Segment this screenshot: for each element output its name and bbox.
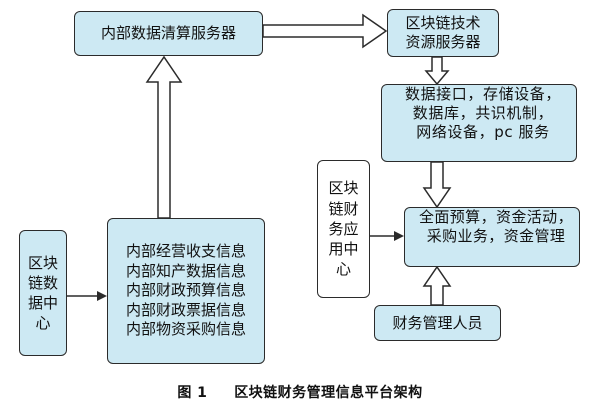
arrow-info-to-clearing xyxy=(145,55,183,219)
internal-info-line: 内部经营收支信息 xyxy=(125,242,246,261)
data-center-node: 区块 链数 据中 心 xyxy=(19,230,67,356)
finance-activities-node: 全面预算，资金活动， 采购业务，资金管理 xyxy=(404,207,580,267)
arrow-appcenter-to-activities-head xyxy=(394,231,404,241)
tech-server-label-line: 区块链技术 xyxy=(405,14,481,33)
app-center-label-line: 用中 xyxy=(328,240,359,259)
activities-label-line: 全面预算，资金活动， xyxy=(418,208,573,226)
arrow-clearing-to-techserver xyxy=(262,13,388,49)
figure-title: 区块链财务管理信息平台架构 xyxy=(234,385,423,401)
infrastructure-label-line: 网络设备，pc 服务 xyxy=(416,122,550,141)
figure-label: 图 1 xyxy=(177,385,208,401)
finance-staff-node: 财务管理人员 xyxy=(374,305,501,341)
internal-info-line: 内部物资采购信息 xyxy=(125,320,246,339)
data-center-label-line: 区块 xyxy=(27,253,58,272)
internal-info-line: 内部财政票据信息 xyxy=(125,300,246,319)
arrow-staff-to-activities xyxy=(422,265,452,306)
infrastructure-label-line: 数据库，共识机制， xyxy=(412,103,554,122)
clearing-server-label: 内部数据清算服务器 xyxy=(100,24,236,43)
figure-caption: 图 1 区块链财务管理信息平台架构 xyxy=(0,382,600,402)
app-center-label-line: 务应 xyxy=(328,219,359,238)
clearing-server-node: 内部数据清算服务器 xyxy=(74,11,263,56)
app-center-label-line: 链财 xyxy=(328,199,359,218)
arrow-datacenter-to-info-head xyxy=(97,291,107,301)
tech-server-label-line: 资源服务器 xyxy=(405,33,481,51)
internal-info-node: 内部经营收支信息 内部知产数据信息 内部财政预算信息 内部财政票据信息 内部物资… xyxy=(107,218,265,364)
tech-server-node: 区块链技术 资源服务器 xyxy=(387,9,499,57)
finance-app-center-node: 区块 链财 务应 用中 心 xyxy=(317,160,370,298)
data-center-label-line: 心 xyxy=(35,314,51,333)
internal-info-line: 内部财政预算信息 xyxy=(125,281,246,300)
activities-label-line: 采购业务，资金管理 xyxy=(426,226,566,245)
app-center-label-line: 心 xyxy=(335,260,351,279)
app-center-label-line: 区块 xyxy=(328,179,359,198)
data-center-label-line: 链数 xyxy=(27,273,58,292)
infrastructure-node: 数据接口，存储设备， 数据库，共识机制， 网络设备，pc 服务 xyxy=(381,84,577,162)
internal-info-line: 内部知产数据信息 xyxy=(125,261,246,280)
arrow-techserver-to-infra xyxy=(424,56,450,86)
data-center-label-line: 据中 xyxy=(27,294,58,312)
infrastructure-label-line: 数据接口，存储设备， xyxy=(404,85,561,103)
finance-staff-label: 财务管理人员 xyxy=(392,313,483,332)
arrow-infra-to-activities xyxy=(422,161,452,209)
